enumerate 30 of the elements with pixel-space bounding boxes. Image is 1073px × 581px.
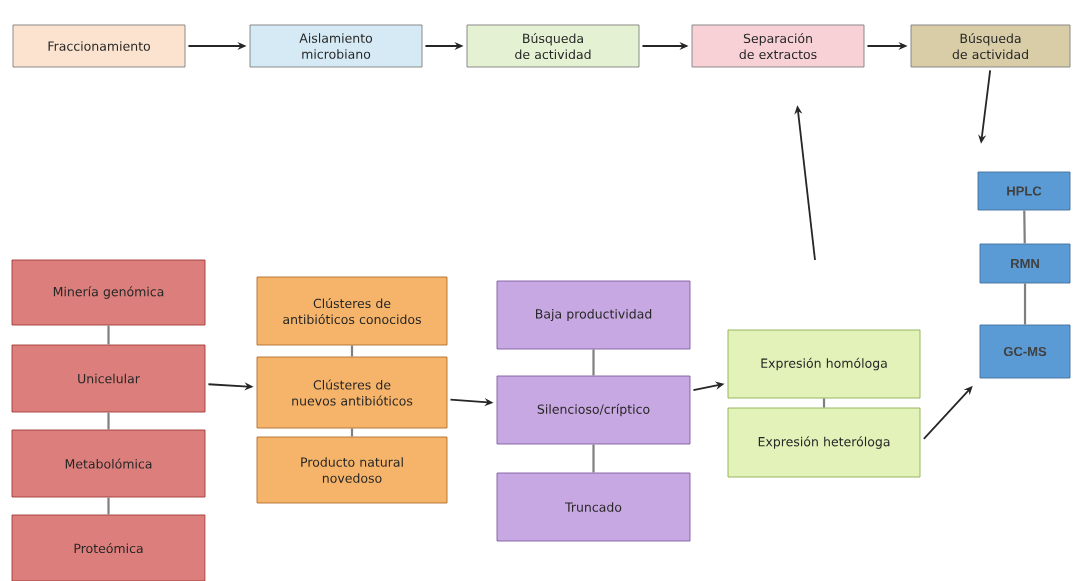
process-box: Búsqueda de actividad [910, 24, 1071, 68]
process-box: Aislamiento microbiano [249, 24, 423, 68]
process-box: Búsqueda de actividad [466, 24, 640, 68]
process-box: Baja productividad [496, 280, 691, 350]
process-box: HPLC [977, 171, 1071, 211]
process-box: Minería genómica [11, 259, 206, 326]
process-box: GC-MS [979, 324, 1071, 379]
process-box: Truncado [496, 472, 691, 542]
process-box: Separación de extractos [691, 24, 865, 68]
connector-line [592, 349, 595, 376]
connector-line [1023, 283, 1027, 325]
process-box: RMN [979, 243, 1071, 284]
process-box: Fraccionamiento [12, 24, 186, 68]
process-box: Proteómica [11, 514, 206, 581]
connector-line [107, 497, 110, 515]
connector-line [350, 428, 354, 437]
process-box: Clústeres de nuevos antibióticos [256, 356, 448, 429]
connector-line [592, 444, 595, 473]
process-box: Silencioso/críptico [496, 375, 691, 445]
connector-line [350, 345, 354, 357]
connector-line [107, 412, 110, 430]
process-box: Expresión homóloga [727, 329, 921, 399]
process-box: Expresión heteróloga [727, 407, 921, 478]
process-box: Clústeres de antibióticos conocidos [256, 276, 448, 346]
connector-line [1023, 210, 1026, 244]
process-box: Unicelular [11, 344, 206, 413]
connector-line [107, 325, 110, 345]
process-box: Metabolómica [11, 429, 206, 498]
connector-line [822, 398, 826, 408]
process-box: Producto natural novedoso [256, 436, 448, 504]
